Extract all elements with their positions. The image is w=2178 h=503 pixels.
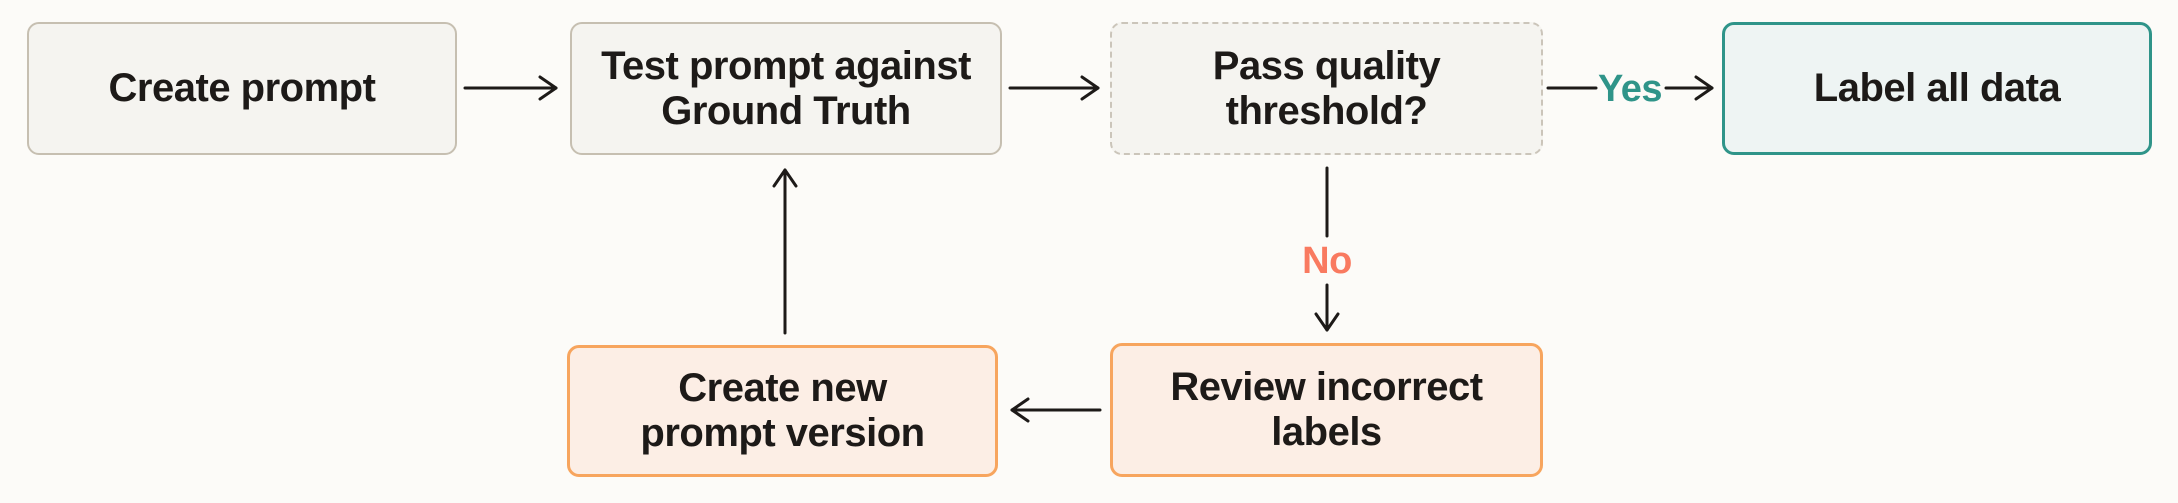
node-pass-quality-threshold: Pass quality threshold? [1110, 22, 1543, 155]
node-review-incorrect-labels: Review incorrect labels [1110, 343, 1543, 477]
node-create-new-prompt-version: Create new prompt version [567, 345, 998, 477]
node-review-incorrect-labels-label: Review incorrect labels [1170, 365, 1483, 454]
node-test-prompt-label: Test prompt against Ground Truth [601, 43, 971, 133]
node-create-new-prompt-version-label: Create new prompt version [640, 366, 925, 455]
node-pass-quality-threshold-label: Pass quality threshold? [1212, 43, 1441, 133]
node-create-prompt-label: Create prompt [108, 66, 376, 111]
node-test-prompt: Test prompt against Ground Truth [570, 22, 1002, 155]
edge-label-yes: Yes [1597, 68, 1663, 110]
node-label-all-data: Label all data [1722, 22, 2152, 155]
node-label-all-data-label: Label all data [1813, 66, 2061, 111]
edge-label-no: No [1302, 240, 1352, 282]
node-create-prompt: Create prompt [27, 22, 457, 155]
